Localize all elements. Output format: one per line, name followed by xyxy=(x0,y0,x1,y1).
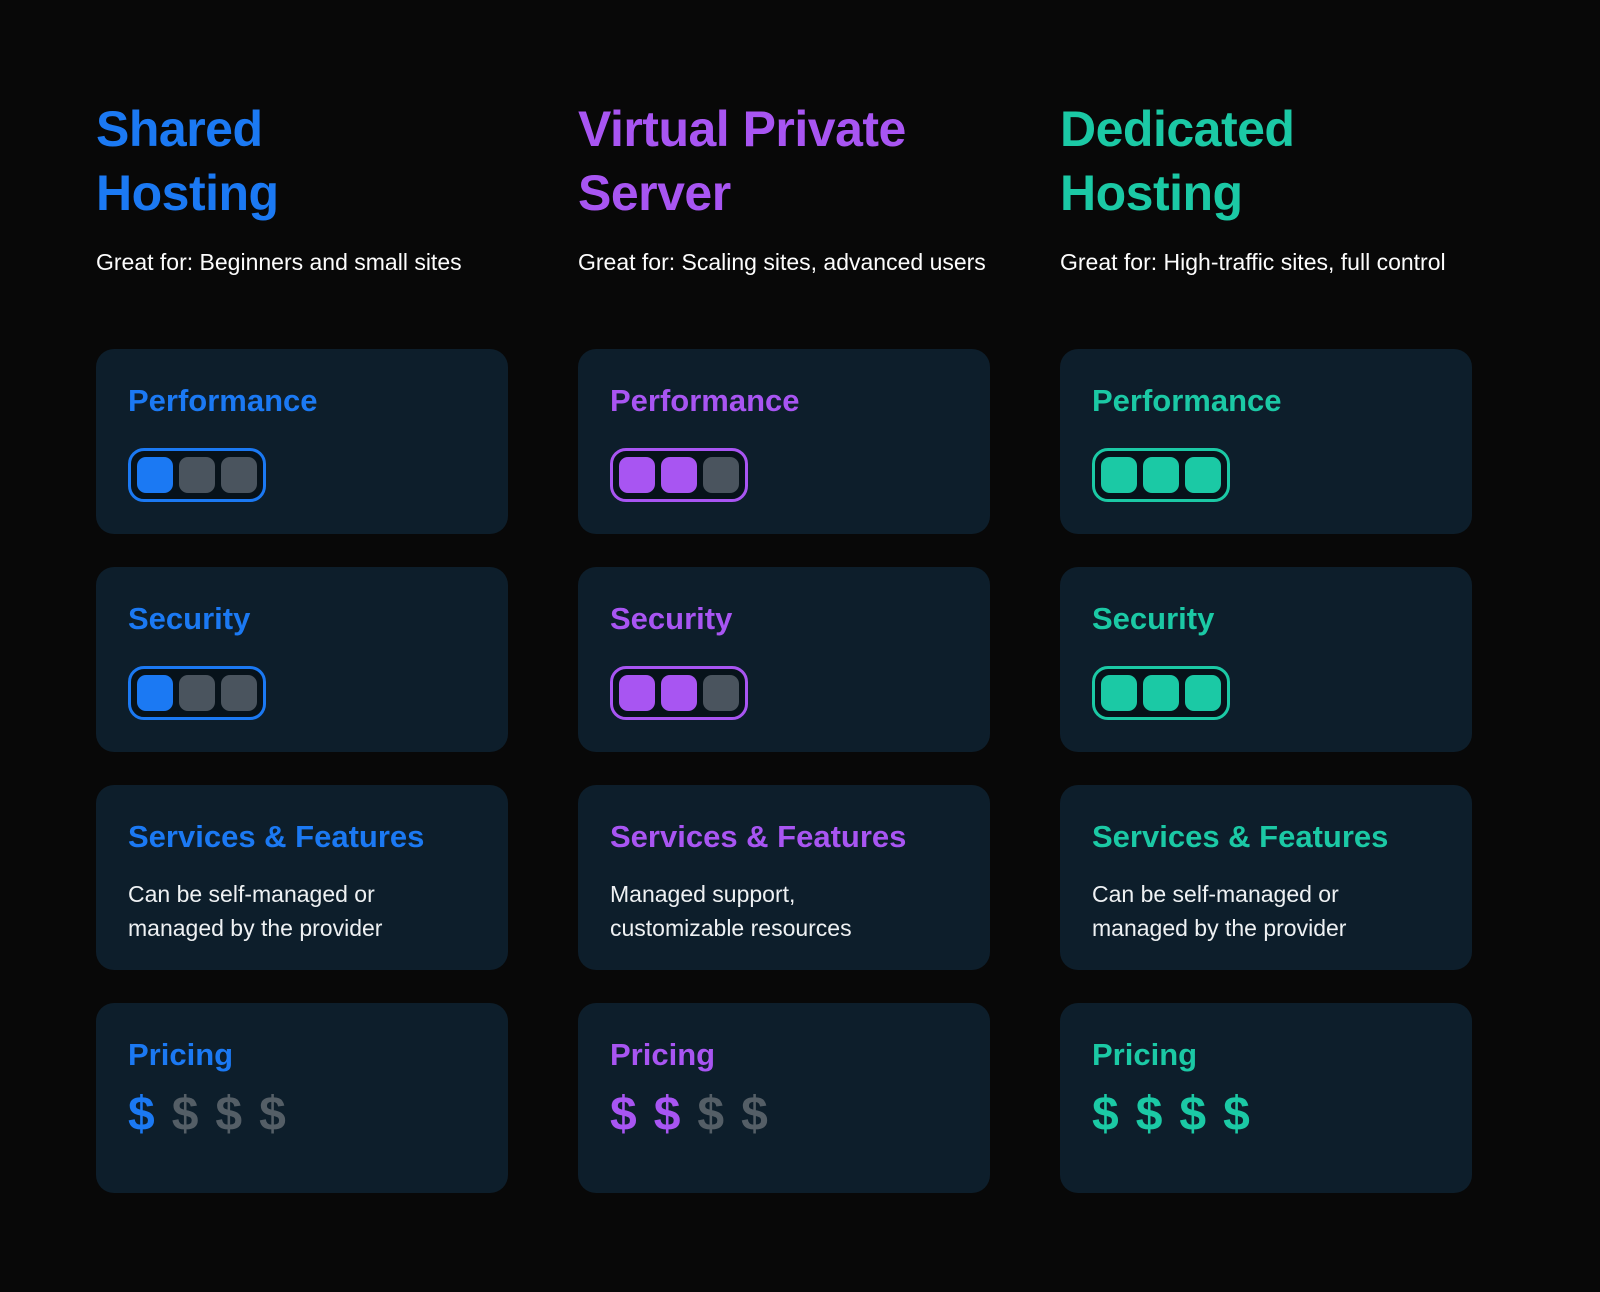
card-title: Security xyxy=(610,601,733,636)
meter-block-filled xyxy=(661,457,697,493)
meter-block-filled xyxy=(137,675,173,711)
great-for-text: Great for: High-traffic sites, full cont… xyxy=(1060,249,1446,275)
services-features-card: Services & Features Managed support, cus… xyxy=(578,785,990,970)
dollar-sign-muted: $ xyxy=(259,1088,286,1141)
security-meter xyxy=(128,666,266,720)
meter-block-filled xyxy=(1185,675,1221,711)
column-title: Virtual Private Server xyxy=(578,97,990,225)
performance-meter xyxy=(610,448,748,502)
meter-block-filled xyxy=(1143,457,1179,493)
dollar-sign-active: $ xyxy=(653,1088,681,1141)
dollar-sign-active: $ xyxy=(1135,1088,1163,1141)
column-dedicated-hosting: Dedicated Hosting Great for: High-traffi… xyxy=(1060,97,1472,1193)
dollar-sign-muted: $ xyxy=(171,1088,199,1141)
pricing-card: Pricing $ $ $ $ xyxy=(578,1003,990,1193)
column-title-line: Hosting xyxy=(1060,165,1243,221)
column-title: Shared Hosting xyxy=(96,97,508,225)
meter-block-empty xyxy=(179,457,215,493)
meter-block-empty xyxy=(179,675,215,711)
meter-block-filled xyxy=(661,675,697,711)
dollar-sign-muted: $ xyxy=(215,1088,243,1141)
meter-block-filled xyxy=(137,457,173,493)
security-meter xyxy=(610,666,748,720)
dollar-sign-active: $ xyxy=(1092,1088,1119,1141)
services-features-card: Services & Features Can be self-managed … xyxy=(96,785,508,970)
column-shared-hosting: Shared Hosting Great for: Beginners and … xyxy=(96,97,508,1193)
dollar-sign-muted: $ xyxy=(741,1088,768,1141)
pricing-card: Pricing $ $ $ $ xyxy=(1060,1003,1472,1193)
performance-meter xyxy=(128,448,266,502)
security-card: Security xyxy=(1060,567,1472,752)
column-title-line: Hosting xyxy=(96,165,279,221)
security-meter xyxy=(1092,666,1230,720)
meter-block-empty xyxy=(221,457,257,493)
card-title: Performance xyxy=(610,383,800,418)
meter-block-empty xyxy=(703,457,739,493)
card-title: Security xyxy=(128,601,251,636)
dollar-sign-active: $ xyxy=(128,1088,155,1141)
pricing-dollars: $ $ $ $ xyxy=(128,1087,476,1143)
meter-block-filled xyxy=(1185,457,1221,493)
services-features-card: Services & Features Can be self-managed … xyxy=(1060,785,1472,970)
performance-card: Performance xyxy=(96,349,508,534)
card-title: Services & Features xyxy=(128,819,425,854)
security-card: Security xyxy=(578,567,990,752)
pricing-dollars: $ $ $ $ xyxy=(1092,1087,1440,1143)
card-title: Performance xyxy=(128,383,318,418)
performance-card: Performance xyxy=(578,349,990,534)
hosting-comparison-infographic: Shared Hosting Great for: Beginners and … xyxy=(96,97,1472,1193)
services-description: Can be self-managed or managed by the pr… xyxy=(1092,881,1347,941)
card-title: Pricing xyxy=(610,1037,716,1072)
great-for-text: Great for: Scaling sites, advanced users xyxy=(578,249,986,275)
meter-block-empty xyxy=(221,675,257,711)
meter-block-filled xyxy=(619,675,655,711)
performance-card: Performance xyxy=(1060,349,1472,534)
column-title-line: Shared xyxy=(96,101,263,157)
card-title: Services & Features xyxy=(1092,819,1389,854)
card-title: Performance xyxy=(1092,383,1282,418)
services-description: Managed support, customizable resources xyxy=(610,881,852,941)
meter-block-empty xyxy=(703,675,739,711)
column-title: Dedicated Hosting xyxy=(1060,97,1472,225)
card-title: Pricing xyxy=(128,1037,234,1072)
meter-block-filled xyxy=(1101,457,1137,493)
card-title: Services & Features xyxy=(610,819,907,854)
card-title: Pricing xyxy=(1092,1037,1198,1072)
pricing-card: Pricing $ $ $ $ xyxy=(96,1003,508,1193)
column-title-line: Dedicated xyxy=(1060,101,1295,157)
column-title-line: Virtual Private xyxy=(578,101,906,157)
dollar-sign-active: $ xyxy=(610,1088,637,1141)
dollar-sign-active: $ xyxy=(1223,1088,1250,1141)
meter-block-filled xyxy=(1143,675,1179,711)
meter-block-filled xyxy=(619,457,655,493)
pricing-dollars: $ $ $ $ xyxy=(610,1087,958,1143)
column-title-line: Server xyxy=(578,165,731,221)
card-title: Security xyxy=(1092,601,1215,636)
meter-block-filled xyxy=(1101,675,1137,711)
dollar-sign-active: $ xyxy=(1179,1088,1207,1141)
security-card: Security xyxy=(96,567,508,752)
performance-meter xyxy=(1092,448,1230,502)
great-for-text: Great for: Beginners and small sites xyxy=(96,249,462,275)
services-description: Can be self-managed or managed by the pr… xyxy=(128,881,383,941)
column-virtual-private-server: Virtual Private Server Great for: Scalin… xyxy=(578,97,990,1193)
dollar-sign-muted: $ xyxy=(697,1088,725,1141)
